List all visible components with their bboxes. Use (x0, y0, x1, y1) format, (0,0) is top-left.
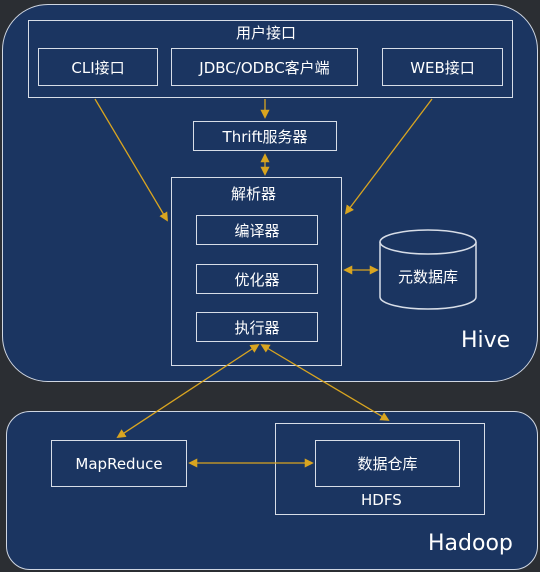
hadoop-label: Hadoop (428, 531, 513, 556)
executor-box: 执行器 (196, 312, 318, 342)
arrow-executor-hdfs (260, 344, 390, 421)
mapreduce-box: MapReduce (51, 440, 187, 487)
metastore-label: 元数据库 (398, 268, 459, 286)
arrow-cli-to-parser (94, 98, 168, 222)
cli-interface-box: CLI接口 (38, 48, 158, 86)
data-warehouse-box: 数据仓库 (315, 440, 460, 487)
compiler-box: 编译器 (196, 215, 318, 245)
hadoop-region (6, 411, 538, 570)
parser-title: 解析器 (231, 185, 277, 203)
hive-label: Hive (461, 328, 511, 353)
arrow-web-to-parser (344, 98, 433, 215)
hive-region (2, 4, 538, 382)
hdfs-group (275, 423, 485, 515)
thrift-server-box: Thrift服务器 (193, 121, 337, 151)
arrow-executor-mapreduce (116, 344, 260, 438)
hdfs-label: HDFS (361, 491, 402, 509)
web-interface-box: WEB接口 (382, 48, 503, 86)
user-interface-group (28, 20, 513, 98)
jdbc-odbc-client-box: JDBC/ODBC客户端 (171, 48, 358, 86)
user-interface-title: 用户接口 (236, 24, 297, 42)
optimizer-box: 优化器 (196, 264, 318, 294)
